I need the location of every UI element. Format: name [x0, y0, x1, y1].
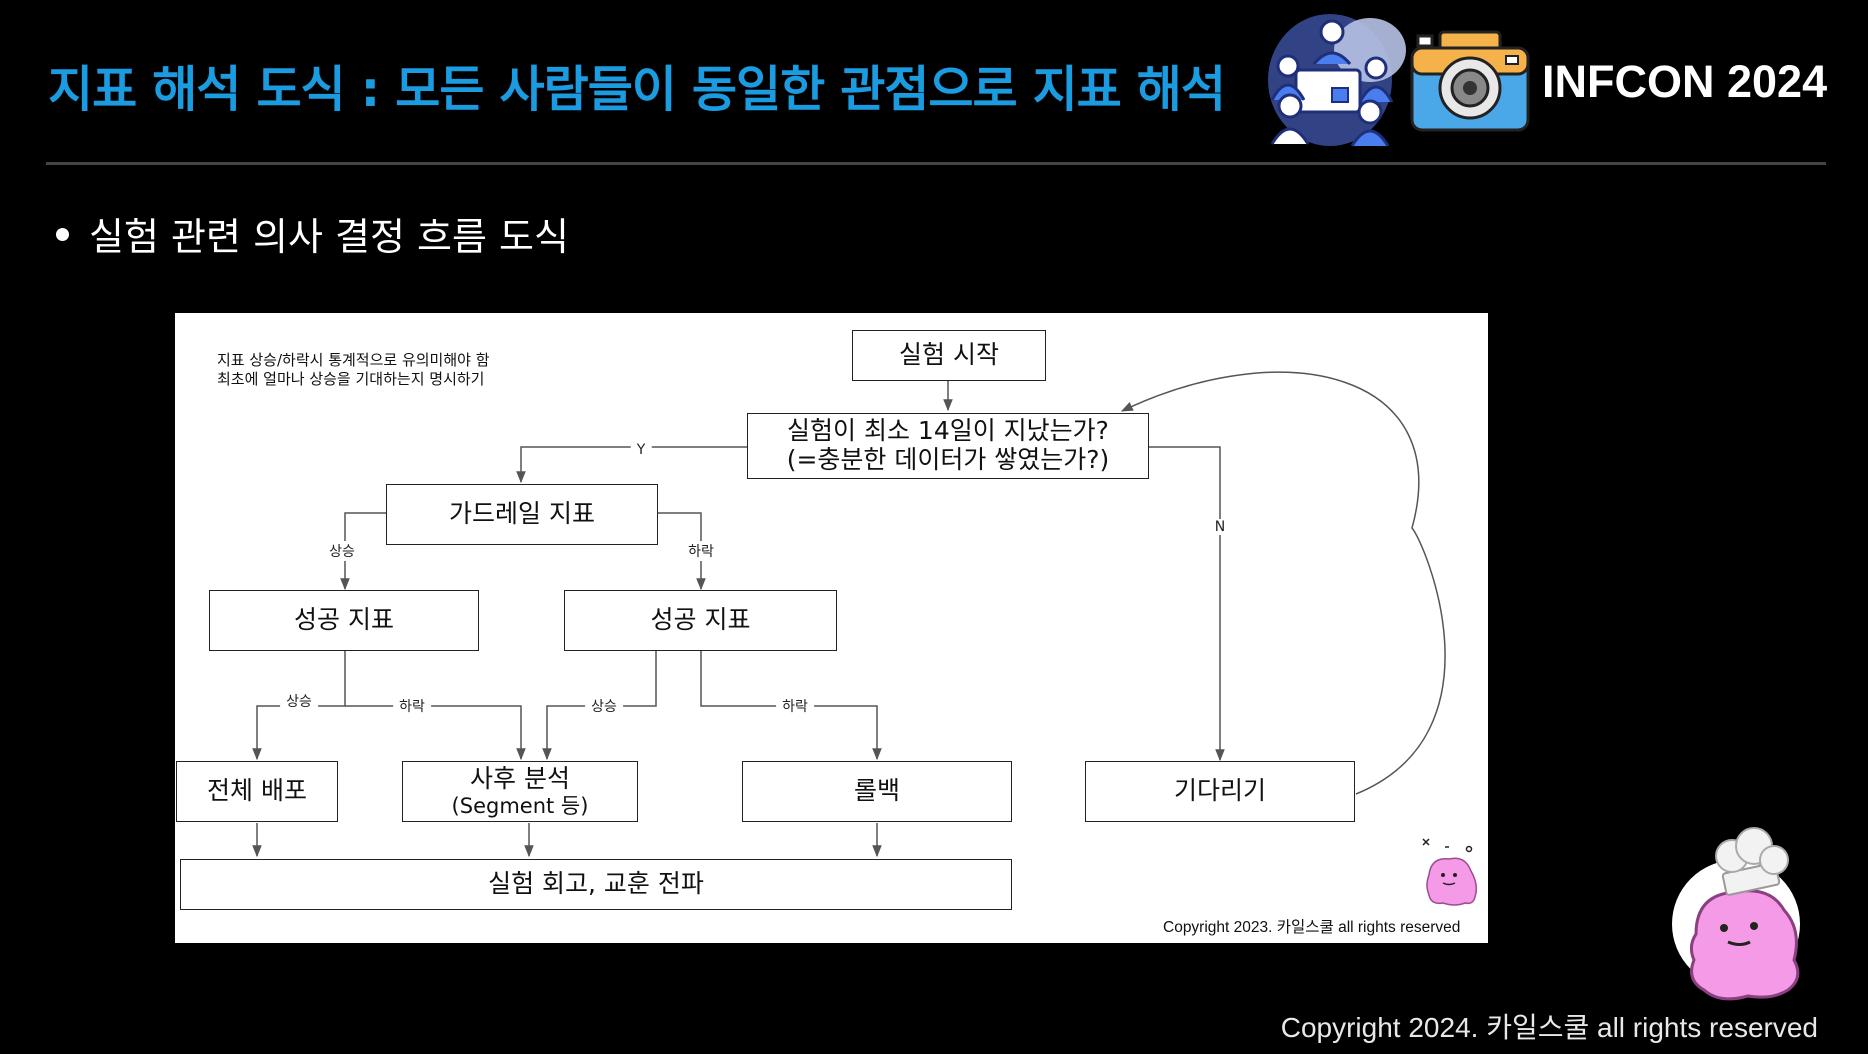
- camera-icon: [1410, 30, 1530, 132]
- node-label: 성공 지표: [650, 605, 751, 635]
- edge-label-guard-up: 상승: [323, 541, 361, 561]
- node-label: 실험 회고, 교훈 전파: [488, 869, 704, 899]
- edge-wait-loop: [1120, 371, 1446, 795]
- edge-no: [1148, 446, 1225, 762]
- node-success-left: 성공 지표: [209, 590, 479, 651]
- node-guardrail: 가드레일 지표: [386, 484, 658, 545]
- footer-copyright: Copyright 2024. 카일스쿨 all rights reserved: [1280, 1012, 1818, 1043]
- node-start: 실험 시작: [852, 330, 1046, 381]
- edge-left-down: [345, 705, 526, 761]
- node-full-release: 전체 배포: [176, 761, 338, 822]
- node-label: 롤백: [853, 776, 900, 806]
- edge-label-left-up: 상승: [280, 691, 318, 711]
- slide-title: 지표 해석 도식 : 모든 사람들이 동일한 관점으로 지표 해석: [48, 61, 1226, 118]
- diagram-note: 지표 상승/하락시 통계적으로 유의미해야 함 최초에 얼마나 상승을 기대하는…: [217, 351, 490, 389]
- header-divider: [46, 162, 1826, 165]
- edge-label-left-down: 하락: [393, 696, 431, 716]
- edge-label-right-up: 상승: [585, 696, 623, 716]
- node-label: 실험 시작: [899, 340, 999, 370]
- decision-flow-diagram: 지표 상승/하락시 통계적으로 유의미해야 함 최초에 얼마나 상승을 기대하는…: [175, 313, 1488, 943]
- node-label: 가드레일 지표: [449, 499, 595, 529]
- brand-name: INFCON 2024: [1542, 56, 1828, 107]
- node-check-duration: 실험이 최소 14일이 지났는가? (=충분한 데이터가 쌓였는가?): [747, 413, 1149, 479]
- edge-guard-down: [657, 512, 706, 591]
- node-label: 전체 배포: [207, 776, 307, 806]
- ditto-mascot-icon: [1422, 838, 1478, 906]
- note-line: 최초에 얼마나 상승을 기대하는지 명시하기: [217, 369, 485, 388]
- diagram-copyright: Copyright 2023. 카일스쿨 all rights reserved: [1163, 919, 1461, 936]
- edge-label-guard-down: 하락: [682, 541, 720, 561]
- note-line: 지표 상승/하락시 통계적으로 유의미해야 함: [217, 351, 490, 369]
- node-wait: 기다리기: [1085, 761, 1355, 822]
- node-label: 실험이 최소 14일이 지났는가?: [787, 416, 1109, 446]
- node-retro: 실험 회고, 교훈 전파: [180, 859, 1012, 910]
- node-label: 사후 분석: [470, 764, 570, 794]
- node-label: 기다리기: [1173, 776, 1266, 806]
- edge-guard-up: [340, 512, 387, 591]
- node-label: (=충분한 데이터가 쌓였는가?): [786, 445, 1110, 474]
- ditto-chef-mascot-icon: [1672, 827, 1800, 1001]
- team-meeting-icon: [1268, 14, 1406, 147]
- node-post-analysis: 사후 분석 (Segment 등): [402, 761, 638, 822]
- edge-label-yes: Y: [630, 442, 652, 458]
- bullet-item: 실험 관련 의사 결정 흐름 도식: [56, 206, 569, 261]
- edge-label-no: N: [1208, 519, 1232, 535]
- bullet-text: 실험 관련 의사 결정 흐름 도식: [89, 215, 569, 259]
- edge-label-right-down: 하락: [776, 696, 814, 716]
- node-success-right: 성공 지표: [564, 590, 837, 651]
- node-label: 성공 지표: [294, 605, 394, 635]
- node-label: (Segment 등): [451, 793, 589, 818]
- node-rollback: 롤백: [742, 761, 1012, 822]
- edge-yes: [516, 446, 747, 484]
- bullet-dot: [56, 228, 69, 241]
